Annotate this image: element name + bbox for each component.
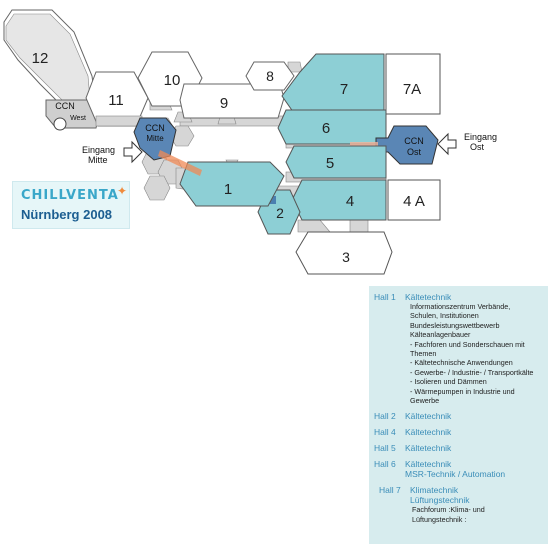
hall-7-label: 7 [340,81,348,98]
hall-5-label: 5 [326,155,334,172]
exhibition-hall-map: 12 CCN West 11 10 [3,9,497,275]
hall-12[interactable]: 12 [3,9,97,105]
hall-6-label: 6 [322,120,330,137]
entrance-ost-label-1: Eingang [464,132,497,142]
chillventa-logo: CHILLVENTA ✦ Nürnberg 2008 [12,181,130,229]
legend-detail: Themen [410,349,437,359]
legend-detail: Schulen, Institutionen [410,311,479,321]
ccn-mitte-label-2: Mitte [146,134,164,143]
legend-hall-4: Hall 4 Kältetechnik [374,427,544,437]
hall-11[interactable]: 11 [85,71,149,127]
legend-hall-title: Klimatechnik [410,485,459,496]
hall-6[interactable]: 6 [277,109,387,145]
ccn-mitte-label-1: CCN [145,123,165,133]
logo-brand: CHILLVENTA [21,188,119,203]
legend-hall-number: Hall 4 [374,427,396,438]
legend-hall-number: Hall 5 [374,443,396,454]
hall-8[interactable]: 8 [245,61,295,91]
legend-hall-1: Hall 1 Kältetechnik Informationszentrum V… [374,292,544,405]
hall-12-label: 12 [32,50,49,67]
hall-4a[interactable]: 4 A [387,179,441,221]
legend-detail: - Gewerbe- / Industrie- / Transportkälte [410,367,534,377]
legend-detail: - Wärmepumpen in Industrie und [410,386,515,396]
legend-hall-title: Kältetechnik [405,292,452,302]
legend-detail: Gewerbe [410,396,440,406]
ccn-west-label-2: West [70,115,86,122]
hall-7a-label: 7A [403,81,421,98]
ccn-west-label-1: CCN [55,101,75,111]
hall-1-label: 1 [224,181,232,198]
ccn-west[interactable]: CCN West [45,99,101,131]
hall-9-label: 9 [220,95,228,112]
hall-11-label: 11 [108,92,124,109]
ccn-mitte[interactable]: CCN Mitte [133,117,202,176]
legend-detail: - Kältetechnische Anwendungen [410,358,513,368]
legend-hall-number: Hall 7 [379,485,401,496]
legend-detail: Kälteanlagenbauer [410,330,471,340]
legend-hall-number: Hall 1 [374,292,396,302]
hall-4-label: 4 [346,193,354,210]
legend-hall-number: Hall 2 [374,411,396,422]
legend-detail: Lüftungstechnik : [412,514,467,524]
entrance-ost-label-2: Ost [470,142,485,152]
logo-star-icon: ✦ [117,184,128,198]
entrance-mitte[interactable]: Eingang Mitte [82,140,143,165]
legend-hall-number: Hall 6 [374,459,396,470]
hall-5[interactable]: 5 [285,145,387,179]
hall-4[interactable]: 4 [291,179,387,221]
legend-detail: - Fachforen und Sonderschauen mit [410,339,525,349]
legend-detail: Bundesleistungswettbewerb [410,320,500,330]
hall-3[interactable]: 3 [295,231,393,275]
ccn-ost-label-1: CCN [404,136,424,146]
entrance-mitte-label-2: Mitte [88,155,108,165]
entrance-ost[interactable]: Eingang Ost [437,132,497,156]
legend-hall-6: Hall 6 Kältetechnik MSR-Technik / Automat… [374,459,544,479]
legend-hall-5: Hall 5 Kältetechnik [374,443,544,453]
hall-8-label: 8 [266,68,274,84]
legend-hall-title: Kältetechnik [405,443,452,454]
legend-hall-2: Hall 2 Kältetechnik [374,411,544,421]
hall-2-label: 2 [276,205,284,221]
legend-detail: Informationszentrum Verbände, [410,302,511,311]
legend-detail: - Isolieren und Dämmen [410,377,487,387]
legend-hall-title: Kältetechnik [405,427,452,438]
legend-hall-7: Hall 7 Klimatechnik Lüftungstechnik Fachf… [374,485,544,524]
entrance-mitte-arrow-icon [123,140,143,164]
hall-4a-label: 4 A [403,193,425,210]
legend-hall-title: Kältetechnik [405,411,452,422]
hall-7a[interactable]: 7A [385,53,441,115]
legend-hall-subtitle: MSR-Technik / Automation [405,469,506,480]
hall-3-label: 3 [342,249,350,265]
ccn-ost-label-2: Ost [407,147,422,157]
logo-year: Nürnberg 2008 [21,207,113,222]
legend-detail: Fachforum :Klima- und [412,505,485,515]
hall-10-label: 10 [164,72,181,89]
legend-hall-title: Kältetechnik [405,459,452,470]
legend-hall-subtitle: Lüftungstechnik [410,495,470,506]
hall-legend: Hall 1 Kältetechnik Informationszentrum V… [369,286,548,544]
hall-1[interactable]: 1 [179,161,285,207]
entrance-mitte-label-1: Eingang [82,145,115,155]
